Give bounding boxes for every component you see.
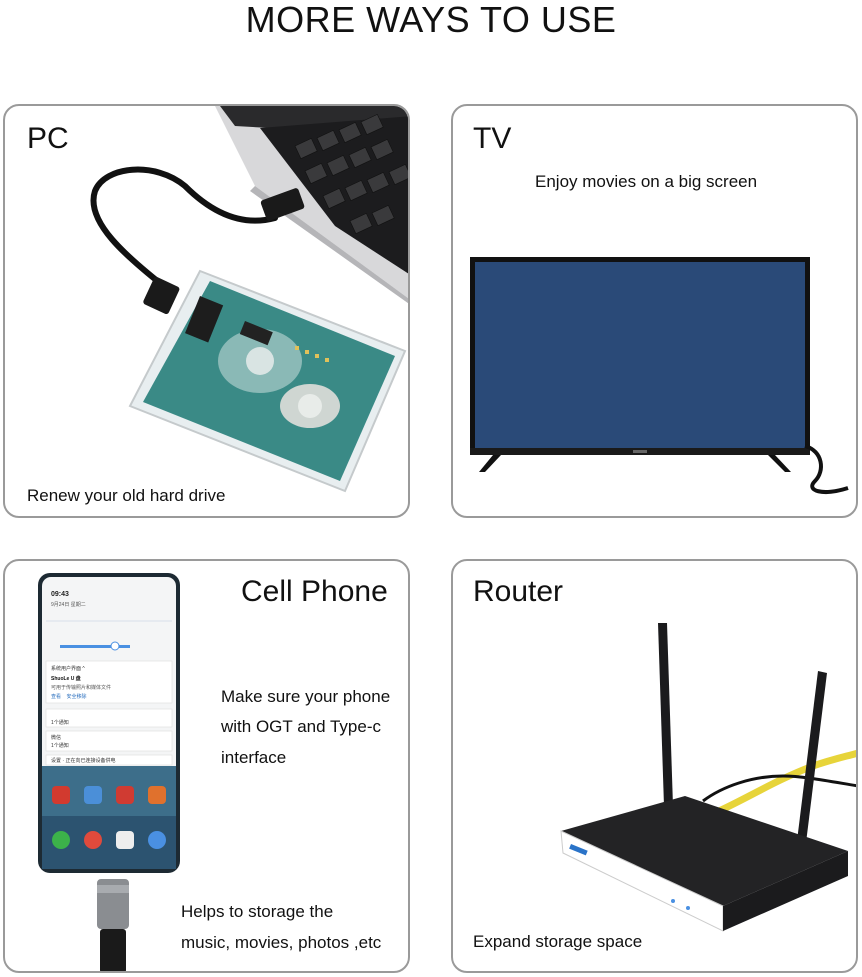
hard-drive-icon <box>128 269 407 493</box>
card-heading-router: Router <box>473 575 564 608</box>
card-heading-pc: PC <box>27 122 69 155</box>
pc-illustration <box>90 106 408 493</box>
card-pc: PC Renew your old hard drive <box>3 104 410 518</box>
phone-notif3: 1个通知 <box>51 743 69 749</box>
phone-notif1-app: ShuoLe U 盘 <box>51 676 81 682</box>
usb-plug <box>260 188 305 221</box>
card-caption-phone2-line1: Helps to storage the <box>181 902 334 921</box>
page-title: MORE WAYS TO USE <box>245 0 617 40</box>
card-caption-phone2-line2: music, movies, photos ,etc <box>181 933 382 952</box>
phone-illustration <box>38 573 180 971</box>
card-router: Router Expand storage space <box>451 559 858 973</box>
router-icon <box>560 796 848 932</box>
phone-screen-date: 9月24日 星期二 <box>51 602 86 608</box>
card-caption-phone-line2: with OGT and Type-c <box>221 717 381 736</box>
tv-icon <box>470 257 849 494</box>
antenna-icon <box>658 623 827 851</box>
phone-notif3-title: 微信 <box>51 735 62 741</box>
laptop-icon <box>215 106 408 304</box>
card-caption-tv: Enjoy movies on a big screen <box>535 172 758 191</box>
otg-adapter-icon <box>97 879 129 971</box>
card-caption-phone-line1: Make sure your phone <box>221 687 391 706</box>
phone-icon <box>38 573 180 873</box>
card-tv: TV Enjoy movies on a big screen <box>451 104 858 518</box>
router-illustration <box>560 623 856 932</box>
card-heading-phone: Cell Phone <box>241 575 388 608</box>
card-heading-tv: TV <box>473 122 512 155</box>
card-caption-router: Expand storage space <box>473 932 643 951</box>
phone-notif1-body: 可用于传输照片和媒体文件 <box>51 685 112 691</box>
card-caption-phone-line3: interface <box>221 748 287 767</box>
phone-screen-time: 09:43 <box>51 591 69 598</box>
usb-cable-icon <box>90 166 278 294</box>
phone-notif1-title: 系统用户界面 ^ <box>51 666 85 672</box>
phone-notif1-actions: 查看 安全移除 <box>51 694 87 700</box>
phone-notif2: 1个通知 <box>51 720 69 726</box>
phone-notif4: 设置 · 正在向已连接设备供电 <box>51 758 116 764</box>
tv-illustration <box>470 257 849 494</box>
card-phone: 09:43 9月24日 星期二 系统用户界面 ^ ShuoLe U 盘 可用于传… <box>3 559 410 973</box>
card-caption-pc: Renew your old hard drive <box>27 486 226 505</box>
